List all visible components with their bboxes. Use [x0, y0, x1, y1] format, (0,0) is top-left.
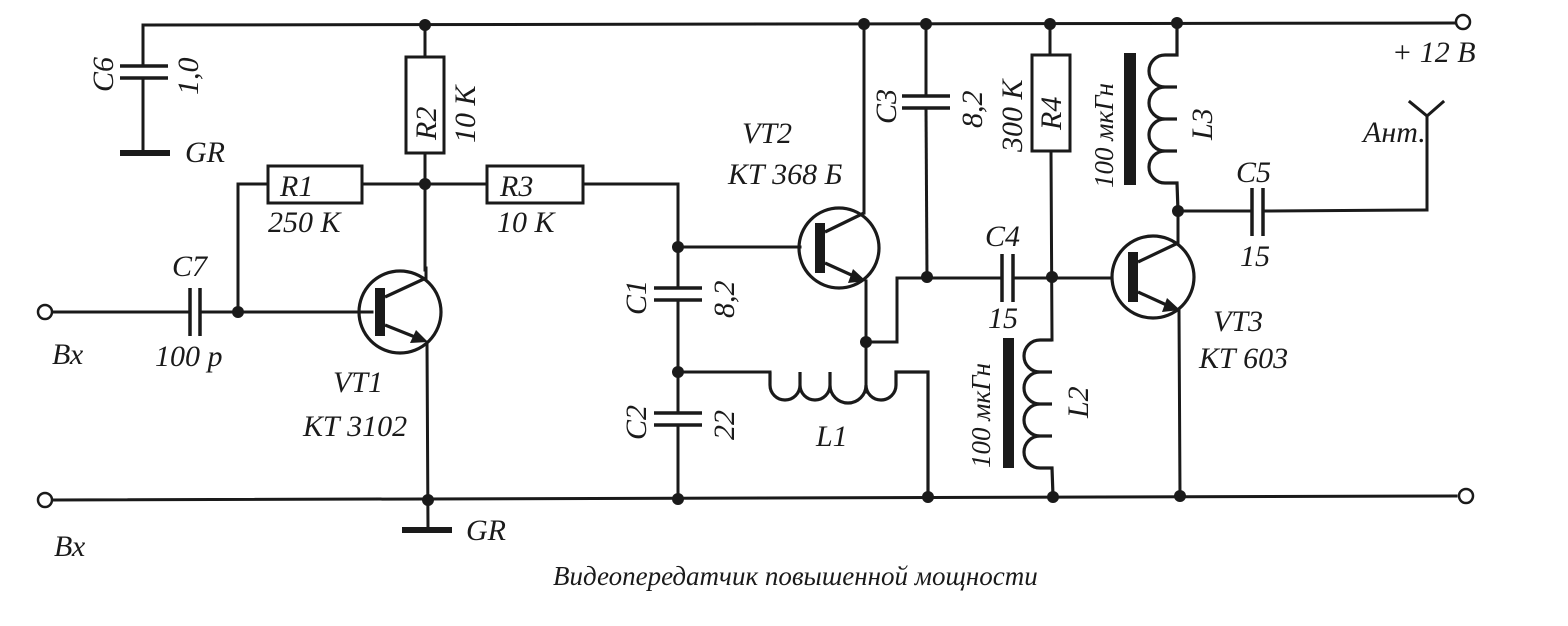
r2-value: 10 К: [449, 84, 482, 144]
inductor-l1: [676, 276, 930, 496]
vt2-value: КТ 368 Б: [727, 158, 843, 191]
resistor-r3: [423, 164, 680, 249]
inductor-l2: [1003, 338, 1055, 497]
r4-value: 300 К: [996, 78, 1029, 154]
resistor-r4: [1030, 23, 1072, 342]
transistor-vt1: [357, 266, 452, 533]
c5-value: 15: [1240, 240, 1270, 273]
l3-value: 100 мкГн: [1089, 83, 1119, 188]
vt3-ref: VT3: [1213, 305, 1263, 338]
input-terminal-top[interactable]: [36, 303, 54, 321]
c6-value: 1,0: [172, 58, 205, 96]
capacitor-c6: [120, 23, 170, 156]
l2-value: 100 мкГн: [966, 363, 996, 468]
r4-ref: R4: [1035, 97, 1068, 131]
input-top-label: Вх: [52, 338, 84, 371]
diagram-caption: Видеопередатчик повышенной мощности: [553, 561, 1038, 591]
capacitor-c2: [654, 370, 702, 502]
input-bottom-label: Вх: [54, 530, 86, 563]
c4-value: 15: [988, 302, 1018, 335]
l3-ref: L3: [1186, 108, 1219, 141]
r2-ref: R2: [410, 107, 443, 141]
capacitor-c1: [654, 245, 702, 374]
c7-ref: C7: [172, 250, 209, 283]
ground-label-bottom: GR: [466, 514, 506, 547]
junction-dots: [232, 17, 1186, 506]
c7-value: 100 р: [155, 340, 223, 373]
r1-value: 250 К: [268, 206, 343, 239]
capacitor-c4: [925, 254, 1114, 302]
resistor-r1: [236, 164, 427, 314]
c2-value: 22: [708, 410, 741, 440]
supply-label: + 12 В: [1392, 36, 1476, 69]
c2-ref: C2: [620, 405, 653, 440]
vt1-ref: VT1: [333, 366, 383, 399]
c5-ref: C5: [1236, 156, 1271, 189]
c3-value: 8,2: [956, 91, 989, 129]
vt1-value: КТ 3102: [302, 410, 407, 443]
c1-ref: C1: [620, 280, 653, 315]
supply-rail: [141, 21, 1458, 27]
ground-label-top: GR: [185, 136, 225, 169]
antenna-icon: [1407, 99, 1446, 212]
c6-ref: C6: [87, 57, 120, 92]
inductor-l3: [1124, 23, 1180, 212]
vt2-ref: VT2: [742, 117, 792, 150]
vt3-value: КТ 603: [1198, 342, 1288, 375]
resistor-r2: [404, 23, 446, 272]
output-terminal[interactable]: [1457, 487, 1475, 505]
capacitor-c7: [188, 288, 202, 336]
capacitor-c5: [1176, 188, 1429, 236]
r3-ref: R3: [499, 170, 533, 203]
transistor-vt3: [1110, 209, 1196, 498]
l2-ref: L2: [1062, 386, 1095, 419]
c3-ref: C3: [870, 89, 903, 124]
supply-terminal[interactable]: [1454, 13, 1472, 31]
c4-ref: C4: [985, 220, 1020, 253]
l1-ref: L1: [815, 420, 848, 453]
r1-ref: R1: [279, 170, 313, 203]
input-terminal-bottom[interactable]: [36, 491, 54, 509]
capacitor-c3: [902, 23, 950, 280]
transistor-vt2: [676, 23, 881, 394]
r3-value: 10 К: [497, 206, 557, 239]
ground-rail: [50, 494, 1458, 502]
antenna-label: Ант.: [1361, 116, 1426, 149]
c1-value: 8,2: [708, 281, 741, 319]
